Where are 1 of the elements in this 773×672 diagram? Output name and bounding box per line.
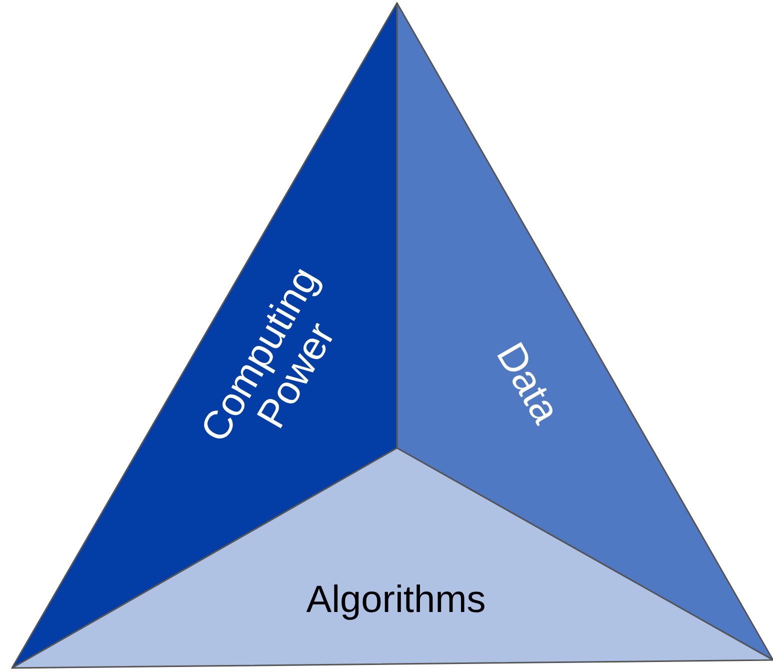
segment-label: Algorithms	[305, 581, 487, 621]
